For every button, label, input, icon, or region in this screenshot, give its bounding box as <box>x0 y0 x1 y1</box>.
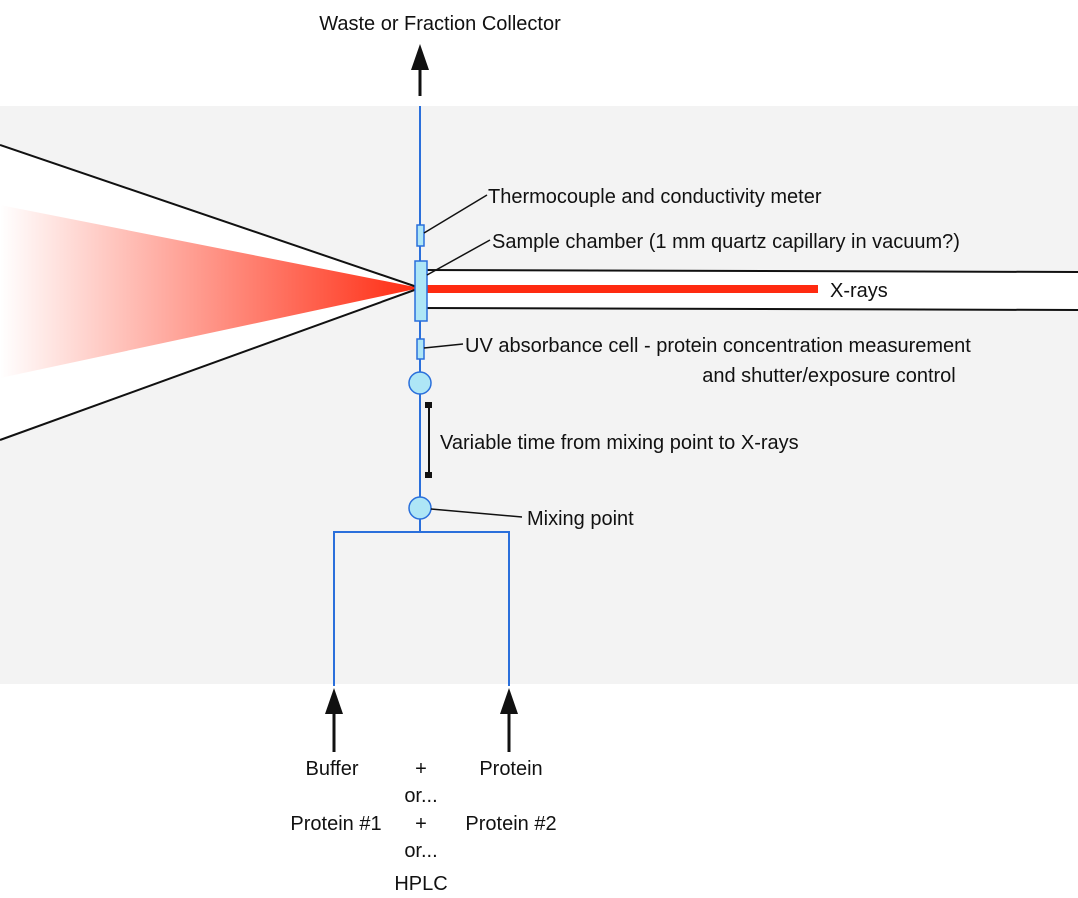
left-option-2: Protein #1 <box>290 813 381 835</box>
detector-node <box>408 371 432 395</box>
thermocouple-leader <box>423 194 488 234</box>
uv-cell-label-line1: UV absorbance cell - protein concentrati… <box>465 335 971 357</box>
uv-cell-leader <box>423 343 464 349</box>
xray-incident-cone <box>0 205 420 378</box>
or-1: or... <box>404 785 437 807</box>
mixing-point-node <box>408 496 432 520</box>
mixing-point-label: Mixing point <box>527 508 634 530</box>
uv-cell-label-line2: and shutter/exposure control <box>702 365 956 387</box>
arrow-up-icon <box>500 688 518 752</box>
uv-absorbance-cell <box>416 338 425 360</box>
thermocouple-cell <box>416 224 425 247</box>
plus-1: + <box>415 758 427 780</box>
background-band <box>0 106 1078 684</box>
wedge-upper-edge <box>0 144 421 289</box>
arrow-up-icon <box>411 44 429 96</box>
variable-time-bracket <box>425 402 432 478</box>
xrays-label: X-rays <box>830 280 888 302</box>
inlet-tee <box>333 531 510 686</box>
or-2: or... <box>404 840 437 862</box>
outlet-label: Waste or Fraction Collector <box>319 13 561 35</box>
strip-lower-edge <box>419 307 1078 311</box>
mixing-point-leader <box>430 508 523 518</box>
arrow-up-icon <box>325 688 343 752</box>
thermocouple-label: Thermocouple and conductivity meter <box>488 186 822 208</box>
variable-time-label: Variable time from mixing point to X-ray… <box>440 432 799 454</box>
right-option-2: Protein #2 <box>465 813 556 835</box>
plus-2: + <box>415 813 427 835</box>
sample-chamber-label: Sample chamber (1 mm quartz capillary in… <box>492 231 960 253</box>
sample-chamber-leader <box>426 239 491 276</box>
right-option-1: Protein <box>479 758 542 780</box>
left-option-1: Buffer <box>306 758 359 780</box>
sample-chamber <box>414 260 428 322</box>
wedge-lower-edge <box>0 287 421 441</box>
strip-upper-edge <box>419 269 1078 273</box>
option-3: HPLC <box>394 873 447 895</box>
